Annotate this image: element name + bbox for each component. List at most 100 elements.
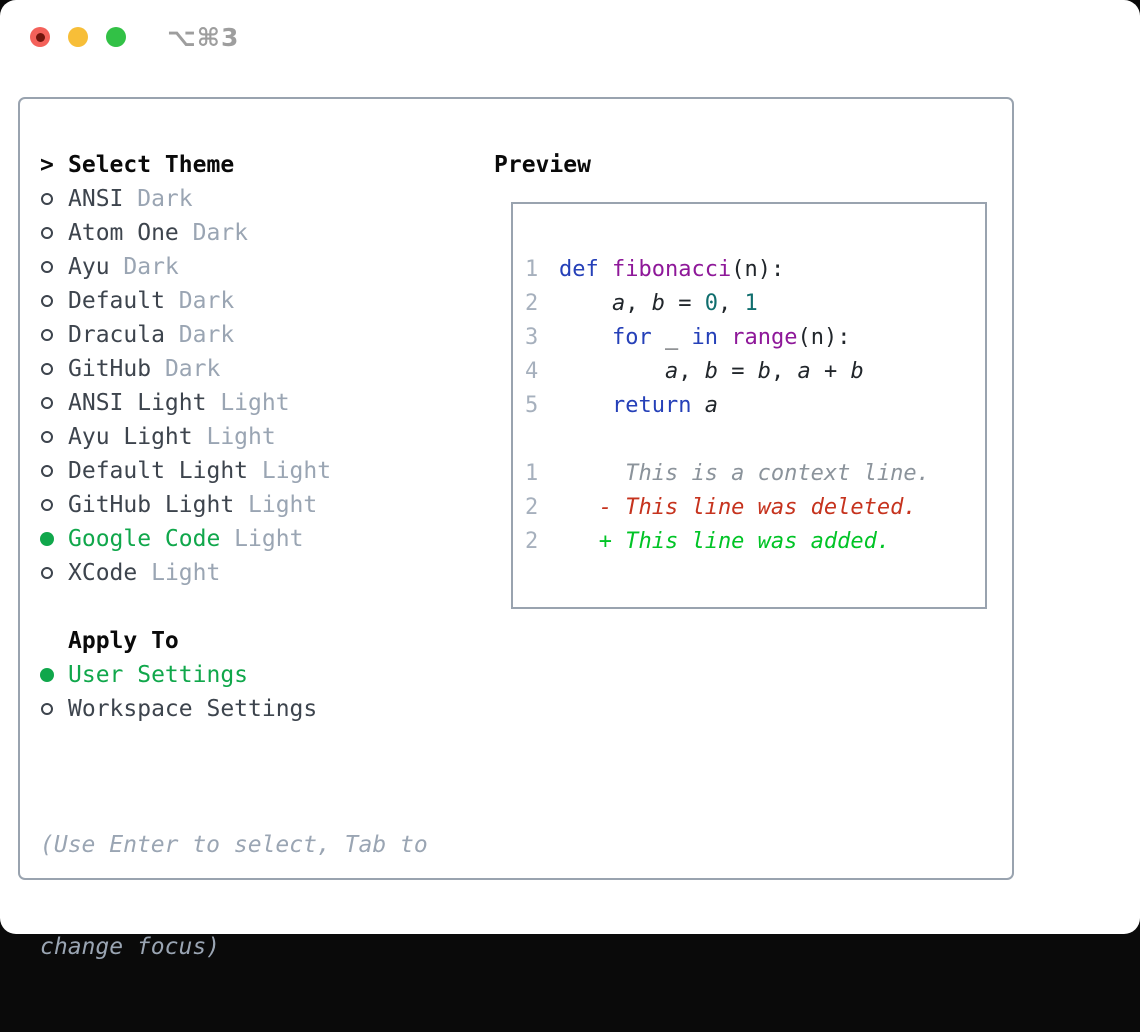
radio-marker bbox=[40, 329, 68, 341]
theme-option-github-dark[interactable]: GitHub Dark bbox=[40, 352, 480, 386]
theme-option-github-light-light[interactable]: GitHub Light Light bbox=[40, 488, 480, 522]
code-token: 0 bbox=[704, 290, 718, 316]
radio-marker bbox=[40, 668, 68, 682]
code-token: in bbox=[691, 324, 718, 350]
theme-variant: Dark bbox=[123, 186, 193, 212]
theme-option-ayu-light-light[interactable]: Ayu Light Light bbox=[40, 420, 480, 454]
theme-variant: Dark bbox=[178, 220, 249, 246]
diff-line-context: 1 This is a context line. bbox=[525, 456, 985, 490]
prompt-icon: > bbox=[40, 152, 54, 178]
radio-marker bbox=[40, 703, 68, 715]
theme-name: Ayu bbox=[68, 254, 110, 280]
radio-icon bbox=[41, 295, 53, 307]
minimize-button[interactable] bbox=[68, 27, 88, 47]
diff-added-text: + This line was added. bbox=[559, 528, 891, 554]
code-token bbox=[559, 291, 612, 316]
line-number: 3 bbox=[525, 324, 539, 350]
close-button[interactable] bbox=[30, 27, 50, 47]
theme-option-default-dark[interactable]: Default Dark bbox=[40, 284, 480, 318]
theme-variant: Light bbox=[248, 458, 332, 484]
radio-selected-icon bbox=[40, 532, 54, 546]
code-token: 1 bbox=[744, 290, 758, 316]
radio-marker bbox=[40, 567, 68, 579]
line-number: 2 bbox=[525, 528, 539, 554]
diff-deleted-text: - This line was deleted. bbox=[559, 494, 917, 520]
preview-title: Preview bbox=[494, 152, 591, 178]
zoom-button[interactable] bbox=[106, 27, 126, 47]
code-token: , bbox=[678, 358, 705, 384]
line-number: 4 bbox=[525, 358, 539, 384]
theme-variant: Dark bbox=[151, 356, 221, 382]
theme-variant: Light bbox=[220, 526, 304, 552]
theme-option-google-code-light[interactable]: Google Code Light bbox=[40, 522, 480, 556]
theme-name: ANSI Light bbox=[68, 390, 207, 416]
radio-icon bbox=[41, 397, 53, 409]
select-theme-header: > Select Theme bbox=[40, 148, 480, 182]
diff-line-deleted: 2 - This line was deleted. bbox=[525, 490, 985, 524]
theme-option-dracula-dark[interactable]: Dracula Dark bbox=[40, 318, 480, 352]
radio-marker bbox=[40, 397, 68, 409]
apply-option-workspace-settings[interactable]: Workspace Settings bbox=[40, 692, 480, 726]
code-token: , bbox=[770, 358, 798, 384]
radio-icon bbox=[41, 567, 53, 579]
apply-option-user-settings[interactable]: User Settings bbox=[40, 658, 480, 692]
theme-option-xcode-light[interactable]: XCode Light bbox=[40, 556, 480, 590]
radio-icon bbox=[41, 499, 53, 511]
line-number: 2 bbox=[525, 494, 539, 520]
radio-marker bbox=[40, 363, 68, 375]
code-line: 3 for _ in range(n): bbox=[525, 320, 985, 354]
radio-icon bbox=[41, 363, 53, 375]
window-shortcut-label: ⌥⌘3 bbox=[167, 23, 240, 52]
theme-option-ayu-dark[interactable]: Ayu Dark bbox=[40, 250, 480, 284]
code-content: return a bbox=[559, 393, 718, 418]
code-token: a bbox=[797, 358, 811, 384]
code-content: a, b = 0, 1 bbox=[559, 291, 758, 316]
radio-icon bbox=[41, 227, 53, 239]
code-token: b bbox=[651, 290, 665, 316]
theme-name: Dracula bbox=[68, 322, 165, 348]
theme-option-default-light-light[interactable]: Default Light Light bbox=[40, 454, 480, 488]
theme-name: GitHub Light bbox=[68, 492, 235, 518]
help-line-1: (Use Enter to select, Tab to bbox=[40, 832, 428, 858]
theme-option-ansi-dark[interactable]: ANSI Dark bbox=[40, 182, 480, 216]
theme-option-atom-one-dark[interactable]: Atom One Dark bbox=[40, 216, 480, 250]
radio-marker bbox=[40, 532, 68, 546]
theme-name: Atom One bbox=[68, 220, 179, 246]
theme-name: Default Light bbox=[68, 458, 249, 484]
apply-to-header: Apply To bbox=[40, 624, 480, 658]
prompt-marker: > bbox=[40, 148, 68, 182]
help-line-2: change focus) bbox=[40, 934, 221, 960]
theme-name: GitHub bbox=[68, 356, 152, 382]
code-content: for _ in range(n): bbox=[559, 325, 850, 350]
radio-selected-icon bbox=[40, 668, 54, 682]
code-token: , bbox=[717, 290, 745, 316]
radio-icon bbox=[41, 431, 53, 443]
code-token: b bbox=[757, 358, 771, 384]
radio-icon bbox=[41, 193, 53, 205]
code-content: a, b = b, a + b bbox=[559, 359, 864, 384]
line-number: 1 bbox=[525, 256, 539, 282]
code-token: (n): bbox=[731, 256, 785, 282]
line-number: 2 bbox=[525, 290, 539, 316]
code-token: return bbox=[611, 392, 692, 418]
theme-option-ansi-light-light[interactable]: ANSI Light Light bbox=[40, 386, 480, 420]
code-token: b bbox=[704, 358, 718, 384]
diff-sample: 1 This is a context line.2 - This line w… bbox=[525, 456, 985, 558]
code-token: , bbox=[625, 290, 652, 316]
diff-line-added: 2 + This line was added. bbox=[525, 524, 985, 558]
theme-variant: Light bbox=[234, 492, 318, 518]
code-token bbox=[691, 393, 704, 418]
code-token: + bbox=[810, 358, 851, 384]
theme-name: XCode bbox=[68, 560, 138, 586]
apply-to-title: Apply To bbox=[68, 628, 179, 654]
radio-icon bbox=[41, 703, 53, 715]
code-token bbox=[718, 325, 731, 350]
line-number: 5 bbox=[525, 392, 539, 418]
theme-name: ANSI bbox=[68, 186, 124, 212]
